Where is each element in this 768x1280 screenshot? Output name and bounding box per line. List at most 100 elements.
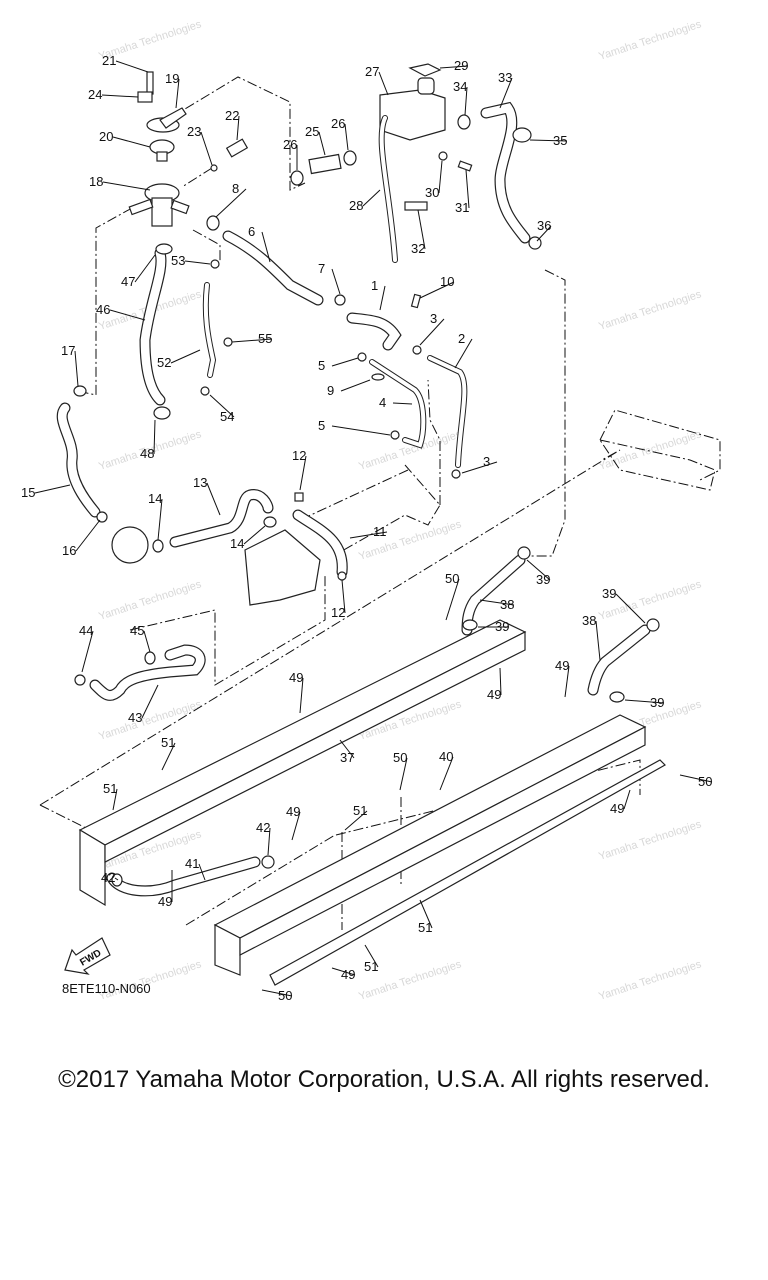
- callout-26[interactable]: 26: [283, 137, 297, 152]
- callout-35[interactable]: 35: [553, 133, 567, 148]
- watermark-text: Yamaha Technologies: [597, 958, 703, 1003]
- leader-line: [340, 379, 371, 392]
- callout-22[interactable]: 22: [225, 108, 239, 123]
- callout-42[interactable]: 42: [101, 870, 115, 885]
- callout-51[interactable]: 51: [418, 920, 432, 935]
- callout-13[interactable]: 13: [193, 475, 207, 490]
- callout-15[interactable]: 15: [21, 485, 35, 500]
- callout-19[interactable]: 19: [165, 71, 179, 86]
- callout-49[interactable]: 49: [341, 967, 355, 982]
- callout-50[interactable]: 50: [698, 774, 712, 789]
- leader-line: [419, 899, 433, 929]
- parts: FWD: [56, 63, 716, 986]
- callout-36[interactable]: 36: [537, 218, 551, 233]
- callout-49[interactable]: 49: [610, 801, 624, 816]
- clip-55: [223, 337, 233, 347]
- callout-14[interactable]: 14: [230, 536, 244, 551]
- callout-31[interactable]: 31: [455, 200, 469, 215]
- callout-4[interactable]: 4: [379, 395, 386, 410]
- callout-12[interactable]: 12: [331, 605, 345, 620]
- callout-12[interactable]: 12: [292, 448, 306, 463]
- callout-39[interactable]: 39: [650, 695, 664, 710]
- callout-25[interactable]: 25: [305, 124, 319, 139]
- leader-line: [679, 774, 713, 783]
- leader-line: [349, 531, 388, 539]
- callout-17[interactable]: 17: [61, 343, 75, 358]
- leader-line: [499, 667, 502, 696]
- callout-39[interactable]: 39: [602, 586, 616, 601]
- callout-48[interactable]: 48: [140, 446, 154, 461]
- callout-50[interactable]: 50: [278, 988, 292, 1003]
- gasket-23: [210, 164, 218, 172]
- callout-44[interactable]: 44: [79, 623, 93, 638]
- callout-49[interactable]: 49: [286, 804, 300, 819]
- clamp-12: [294, 492, 304, 502]
- callout-49[interactable]: 49: [289, 670, 303, 685]
- callout-51[interactable]: 51: [353, 803, 367, 818]
- clamp-48: [153, 406, 171, 420]
- callout-42[interactable]: 42: [256, 820, 270, 835]
- callout-45[interactable]: 45: [130, 623, 144, 638]
- leader-line: [299, 677, 304, 714]
- callout-27[interactable]: 27: [365, 64, 379, 79]
- leader-line: [209, 394, 235, 418]
- callout-9[interactable]: 9: [327, 383, 334, 398]
- callout-54[interactable]: 54: [220, 409, 234, 424]
- callout-38[interactable]: 38: [582, 613, 596, 628]
- callout-1[interactable]: 1: [371, 278, 378, 293]
- callout-41[interactable]: 41: [185, 856, 199, 871]
- callout-47[interactable]: 47: [121, 274, 135, 289]
- callout-5[interactable]: 5: [318, 358, 325, 373]
- callout-49[interactable]: 49: [158, 894, 172, 909]
- leader-line: [153, 419, 156, 455]
- callout-52[interactable]: 52: [157, 355, 171, 370]
- callout-3[interactable]: 3: [483, 454, 490, 469]
- callout-38[interactable]: 38: [500, 597, 514, 612]
- callout-3[interactable]: 3: [430, 311, 437, 326]
- leader-line: [331, 268, 341, 295]
- callout-32[interactable]: 32: [411, 241, 425, 256]
- callout-55[interactable]: 55: [258, 331, 272, 346]
- callout-26[interactable]: 26: [331, 116, 345, 131]
- callout-10[interactable]: 10: [440, 274, 454, 289]
- callout-51[interactable]: 51: [161, 735, 175, 750]
- callout-2[interactable]: 2: [458, 331, 465, 346]
- leader-line: [417, 209, 426, 250]
- callout-24[interactable]: 24: [88, 87, 102, 102]
- callout-29[interactable]: 29: [454, 58, 468, 73]
- callout-28[interactable]: 28: [349, 198, 363, 213]
- callout-20[interactable]: 20: [99, 129, 113, 144]
- callout-18[interactable]: 18: [89, 174, 103, 189]
- callout-11[interactable]: 11: [373, 524, 387, 539]
- callouts: 1233455678910111212131414151617181920212…: [21, 53, 712, 1003]
- callout-14[interactable]: 14: [148, 491, 162, 506]
- callout-23[interactable]: 23: [187, 124, 201, 139]
- leader-line: [81, 630, 94, 673]
- callout-7[interactable]: 7: [318, 261, 325, 276]
- callout-50[interactable]: 50: [445, 571, 459, 586]
- callout-50[interactable]: 50: [393, 750, 407, 765]
- callout-8[interactable]: 8: [232, 181, 239, 196]
- leader-line: [624, 699, 665, 704]
- callout-30[interactable]: 30: [425, 185, 439, 200]
- callout-6[interactable]: 6: [248, 224, 255, 239]
- callout-40[interactable]: 40: [439, 749, 453, 764]
- callout-5[interactable]: 5: [318, 418, 325, 433]
- callout-21[interactable]: 21: [102, 53, 116, 68]
- callout-37[interactable]: 37: [340, 750, 354, 765]
- callout-49[interactable]: 49: [487, 687, 501, 702]
- callout-46[interactable]: 46: [96, 302, 110, 317]
- callout-34[interactable]: 34: [453, 79, 467, 94]
- callout-16[interactable]: 16: [62, 543, 76, 558]
- callout-49[interactable]: 49: [555, 658, 569, 673]
- callout-33[interactable]: 33: [498, 70, 512, 85]
- callout-39[interactable]: 39: [495, 619, 509, 634]
- callout-53[interactable]: 53: [171, 253, 185, 268]
- callout-51[interactable]: 51: [103, 781, 117, 796]
- callout-39[interactable]: 39: [536, 572, 550, 587]
- leader-line: [529, 139, 568, 142]
- callout-43[interactable]: 43: [128, 710, 142, 725]
- leader-line: [438, 160, 443, 194]
- callout-51[interactable]: 51: [364, 959, 378, 974]
- leader-line: [34, 484, 71, 494]
